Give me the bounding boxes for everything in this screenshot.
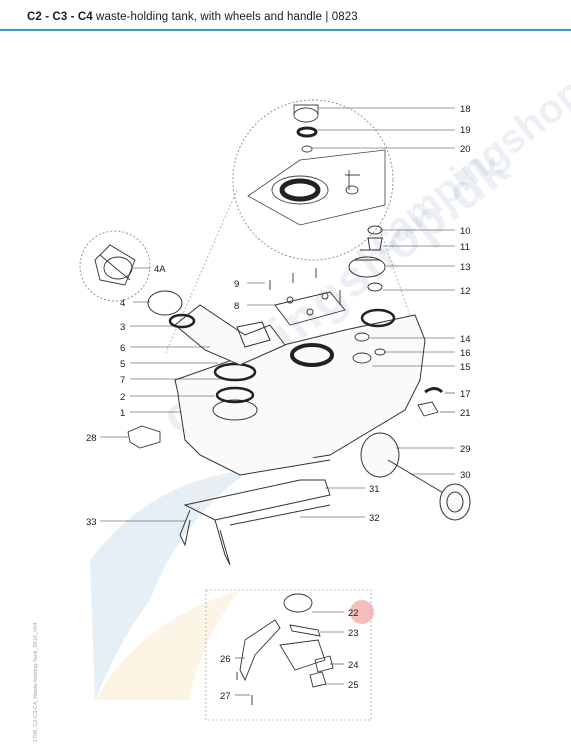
handle-assembly: [179, 479, 331, 566]
callout-24: 24: [348, 660, 359, 671]
callout-10: 10: [460, 226, 471, 237]
callout-29: 29: [460, 444, 471, 455]
callout-14: 14: [460, 334, 471, 345]
pour-spout: [147, 290, 286, 366]
callout-19: 19: [460, 125, 471, 136]
callout-4a: 4A: [154, 264, 166, 275]
callout-17: 17: [460, 389, 471, 400]
callout-11: 11: [460, 242, 470, 253]
callout-25: 25: [348, 680, 359, 691]
callout-1: 1: [120, 408, 125, 419]
callout-8: 8: [234, 301, 239, 312]
callout-27: 27: [220, 691, 231, 702]
detail-box-lower: [205, 589, 372, 721]
watermark-logo: [90, 470, 250, 700]
leader-lines: [100, 107, 455, 696]
callout-5: 5: [120, 359, 125, 370]
callout-12: 12: [460, 286, 471, 297]
callout-16: 16: [460, 348, 471, 359]
callout-labels: 18 19 20 10 11 13 12 4A 9 8 4 3 6 5 7 2 …: [86, 104, 471, 702]
callout-15: 15: [460, 362, 471, 373]
callout-9: 9: [234, 279, 239, 290]
highlight-marker: [350, 600, 374, 624]
page-header: C2 - C3 - C4 waste-holding tank, with wh…: [0, 0, 571, 31]
callout-7: 7: [120, 375, 125, 386]
callout-30: 30: [460, 470, 471, 481]
callout-23: 23: [348, 628, 359, 639]
callout-21: 21: [460, 408, 471, 419]
callout-22: 22: [348, 608, 359, 619]
callout-6: 6: [120, 343, 125, 354]
callout-26: 26: [220, 654, 231, 665]
callout-4: 4: [120, 298, 125, 309]
model-codes: C2 - C3 - C4: [27, 11, 93, 23]
callout-31: 31: [369, 484, 380, 495]
callout-2: 2: [120, 392, 125, 403]
callout-28: 28: [86, 433, 97, 444]
title-description: waste-holding tank, with wheels and hand…: [92, 11, 358, 23]
wheel-assembly: [360, 432, 471, 521]
callout-13: 13: [460, 262, 471, 273]
header-rule: [0, 29, 571, 31]
callout-3: 3: [120, 322, 125, 333]
small-parts: [127, 332, 444, 449]
callout-32: 32: [369, 513, 380, 524]
callout-33: 33: [86, 517, 97, 528]
detail-circle-top: [232, 99, 394, 261]
callout-18: 18: [460, 104, 471, 115]
callout-20: 20: [460, 144, 471, 155]
page-title: C2 - C3 - C4 waste-holding tank, with wh…: [27, 11, 358, 23]
detail-circle-4a: [79, 230, 151, 302]
cover-plate: [269, 268, 346, 326]
lower-detail-parts: [236, 593, 334, 705]
